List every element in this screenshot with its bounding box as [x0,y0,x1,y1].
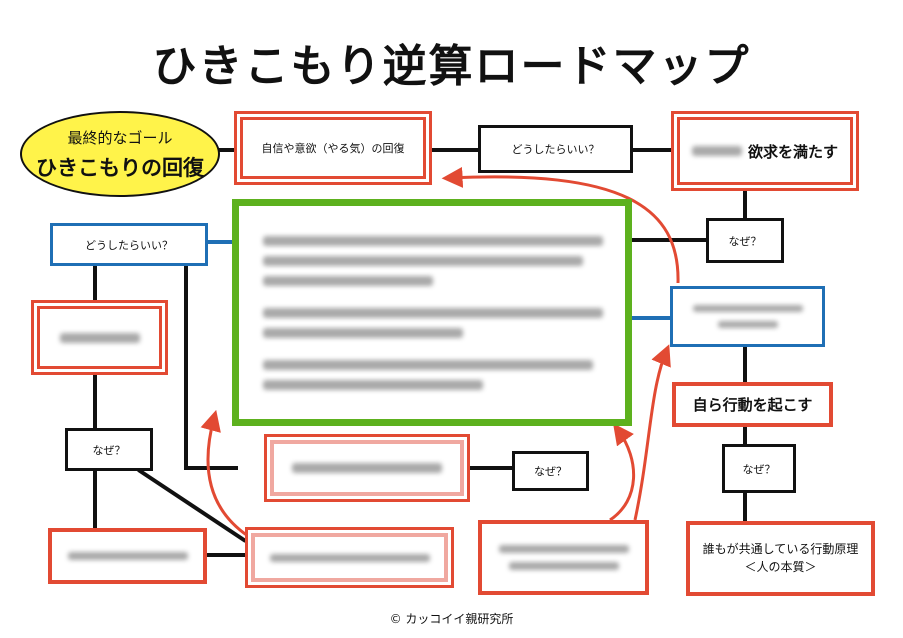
node-how-left: どうしたらいい？ [50,223,208,266]
copyright-credit: © カッコイイ親研究所 [389,612,514,626]
node-red-redacted-left [37,306,162,369]
redacted-text [263,359,593,370]
node-bottom-mid-redacted [251,533,448,582]
redacted-text [508,562,619,570]
node-blue-redacted [670,286,825,347]
arrow-blue-to-motivation [441,166,680,284]
redacted-text [717,321,778,328]
redacted-text [263,327,463,338]
redacted-text [263,255,583,266]
goal-ellipse: 最終的なゴール ひきこもりの回復 [20,111,220,197]
redacted-text [692,305,803,312]
node-mid-redacted [270,440,464,496]
arrow-bottom-to-blue [633,344,671,521]
connector-how-left-mid [184,264,238,470]
redacted-text [263,379,483,390]
node-why-mid: なぜ？ [512,451,589,491]
goal-name: ひきこもりの回復 [36,155,204,180]
redacted-text [292,463,442,473]
node-bottom-left-redacted [48,528,207,584]
node-how-top: どうしたらいい？ [478,125,633,173]
arrow-bottom-to-green [609,423,636,522]
node-recover-motivation: 自信や意欲（やる気）の回復 [240,117,426,179]
redacted-text [263,307,603,318]
node-why-bottom-right: なぜ？ [722,444,796,493]
redacted-text [263,235,603,246]
redacted-text [691,146,742,156]
redacted-text [67,552,188,560]
redacted-text [269,553,430,562]
node-why-right: なぜ？ [706,218,784,263]
node-green-redacted [232,199,632,426]
redacted-text [263,275,433,286]
node-human-nature: 誰もが共通している行動原理 ＜人の本質＞ [686,521,875,596]
redacted-text [59,332,140,343]
redacted-text [498,545,629,553]
satisfy-desire-label: 欲求を満たす [747,142,838,161]
node-take-action: 自ら行動を起こす [672,382,833,427]
node-satisfy-desire: 欲求を満たす [677,117,853,185]
arrow-bottomleft-to-green [200,409,249,538]
goal-label: 最終的なゴール [67,128,173,147]
node-why-left: なぜ？ [65,428,153,471]
page-title: ひきこもり逆算ロードマップ [152,41,751,92]
connector-why-left-diagonal [137,468,247,543]
node-bottom-center-redacted [478,520,649,595]
